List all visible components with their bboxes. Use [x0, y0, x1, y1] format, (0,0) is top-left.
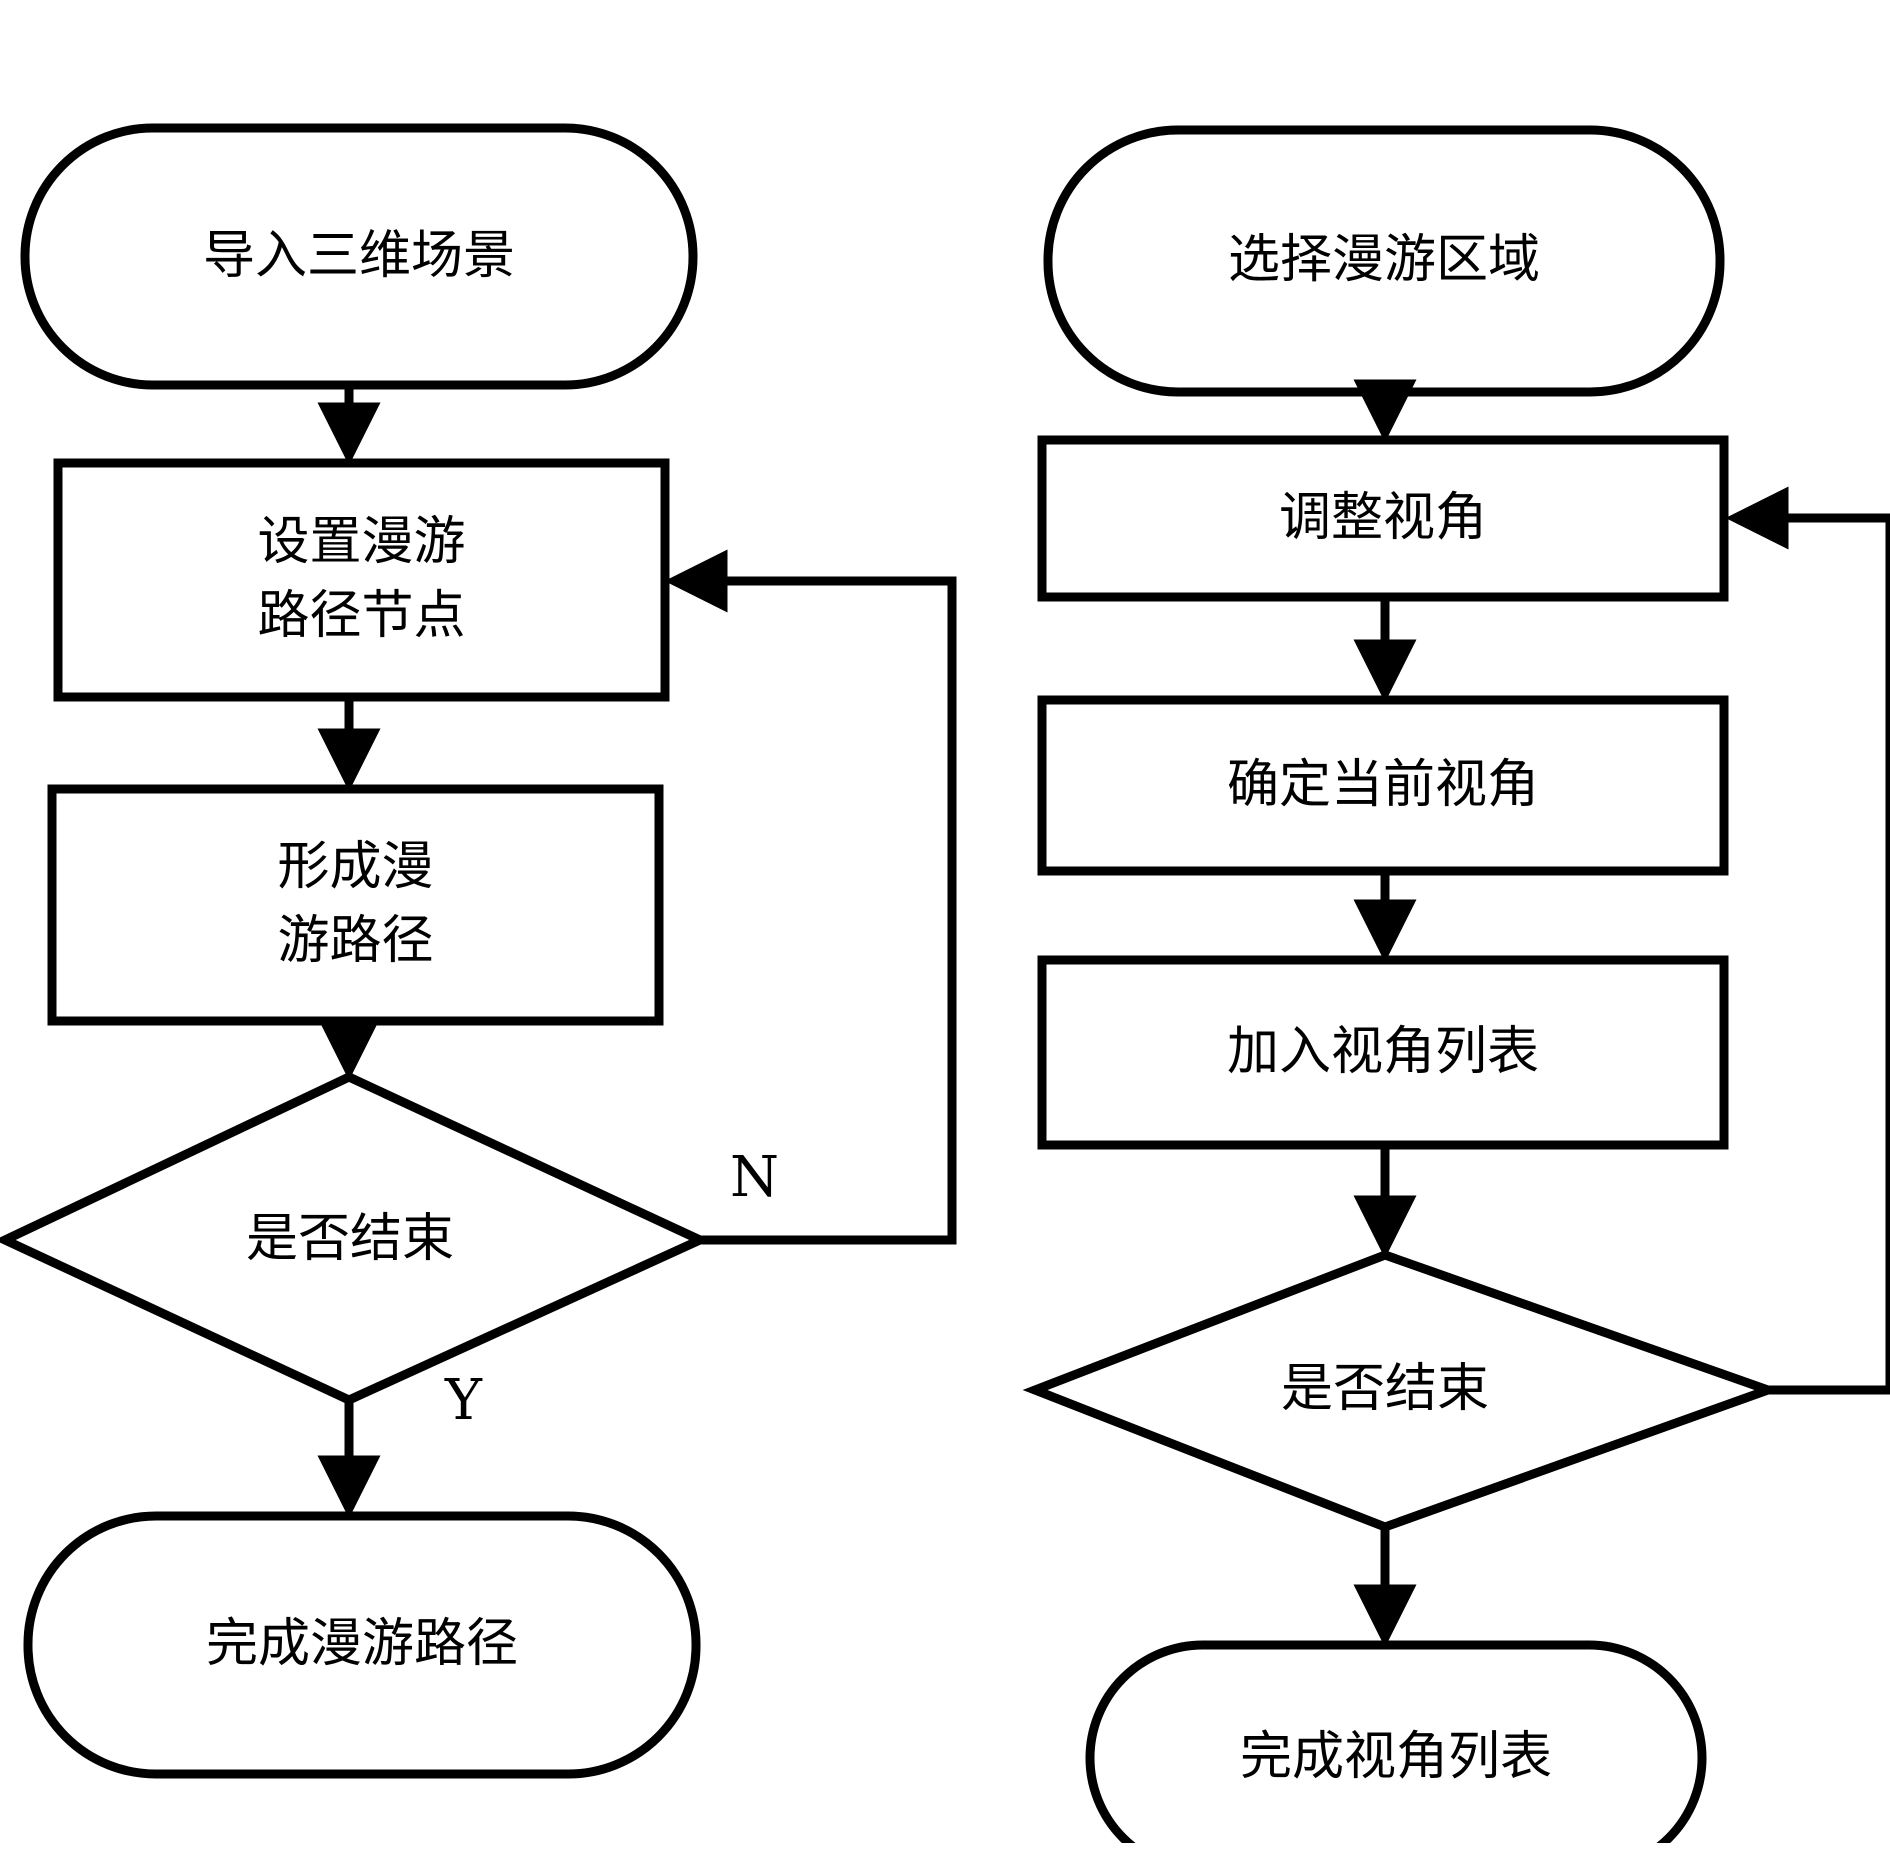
node-shape-import-scene: [20, 123, 698, 390]
node-shape-add-view-list: [1037, 955, 1729, 1150]
node-shape-select-area: [1043, 125, 1725, 397]
node-shape-right-decision: [1022, 1250, 1782, 1532]
connector-right-loop: [1725, 486, 1890, 1395]
node-shape-confirm-view: [1037, 695, 1729, 876]
node-shape-form-path: [47, 784, 664, 1026]
branch-label-yes: Y: [445, 1368, 482, 1433]
node-shape-left-decision: [0, 1072, 711, 1405]
node-shape-adjust-view: [1037, 435, 1729, 602]
connector-left-loop-no: [664, 549, 957, 1245]
node-shape-set-path-nodes: [53, 458, 670, 702]
node-shape-complete-view-list: [1085, 1640, 1707, 1843]
branch-label-no: N: [730, 1145, 779, 1210]
node-shape-complete-path: [23, 1511, 701, 1779]
